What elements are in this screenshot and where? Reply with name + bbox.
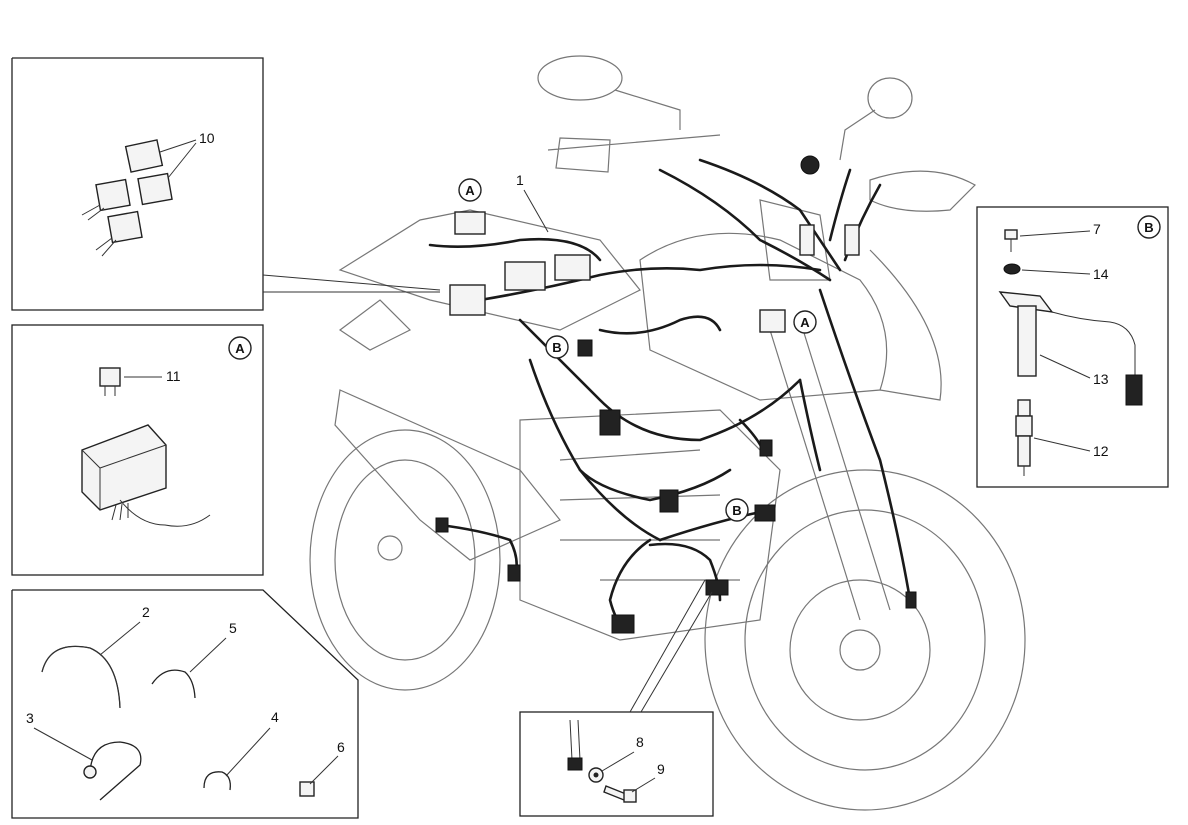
washer-icon — [588, 767, 604, 783]
callout-1: 1 — [516, 172, 549, 233]
svg-text:B: B — [732, 503, 741, 518]
small-strap-icon — [151, 669, 196, 699]
svg-text:1: 1 — [516, 172, 524, 188]
right-mirror — [839, 77, 913, 161]
fuel-tank — [639, 232, 888, 401]
svg-text:4: 4 — [271, 709, 279, 725]
seat-tail — [338, 209, 641, 331]
svg-text:3: 3 — [26, 710, 34, 726]
svg-text:A: A — [235, 341, 245, 356]
main-wiring-harness — [428, 158, 912, 632]
detail-marker-a-upper: A — [458, 178, 482, 202]
handlebar — [547, 134, 721, 173]
svg-text:B: B — [552, 340, 561, 355]
screw-icon — [603, 785, 637, 803]
svg-text:14: 14 — [1093, 266, 1109, 282]
front-fork — [769, 319, 891, 621]
engine — [519, 409, 781, 641]
ignition-coil-icon — [998, 291, 1143, 406]
detail-marker-a-lower: A — [793, 310, 817, 334]
motorcycle-illustration — [309, 55, 1026, 811]
detail-box-ground-screw: 8 9 — [519, 579, 714, 817]
fuse-icon — [99, 367, 121, 396]
svg-text:8: 8 — [636, 734, 644, 750]
spark-plug-icon — [1015, 399, 1033, 476]
svg-text:2: 2 — [142, 604, 150, 620]
detail-marker-b-upper: B — [545, 335, 569, 359]
cable-clamp-icon — [83, 741, 142, 801]
small-clip-icon — [203, 771, 231, 791]
detail-box-clips: 2 5 3 4 6 — [11, 589, 359, 819]
rear-wheel — [309, 429, 501, 691]
washer-small-icon — [1003, 263, 1021, 275]
strap-icon — [41, 645, 121, 709]
svg-text:13: 13 — [1093, 371, 1109, 387]
grommet-icon — [299, 781, 315, 797]
svg-text:12: 12 — [1093, 443, 1109, 459]
detail-box-a-fuses: A 11 — [11, 324, 264, 576]
brake-disc — [789, 579, 931, 721]
detail-box-b-ignition: B 7 14 13 12 — [976, 206, 1169, 488]
detail-marker-b-lower: B — [725, 498, 749, 522]
svg-text:5: 5 — [229, 620, 237, 636]
svg-text:10: 10 — [199, 130, 215, 146]
box-a-marker: A — [228, 336, 252, 360]
svg-text:11: 11 — [166, 368, 181, 384]
harness-connectors — [435, 155, 917, 634]
left-mirror — [537, 55, 681, 130]
svg-text:9: 9 — [657, 761, 665, 777]
relay-icon — [81, 139, 173, 257]
fuse-box-icon — [81, 424, 211, 527]
svg-text:A: A — [800, 315, 810, 330]
svg-text:A: A — [465, 183, 475, 198]
bolt-icon — [1004, 229, 1018, 252]
box-b-marker: B — [1137, 215, 1161, 239]
detail-box-relays: 10 — [11, 57, 441, 311]
front-wheel — [704, 469, 1026, 811]
svg-text:7: 7 — [1093, 221, 1101, 237]
svg-text:B: B — [1144, 220, 1153, 235]
ground-wire-icon — [567, 719, 583, 771]
svg-text:6: 6 — [337, 739, 345, 755]
